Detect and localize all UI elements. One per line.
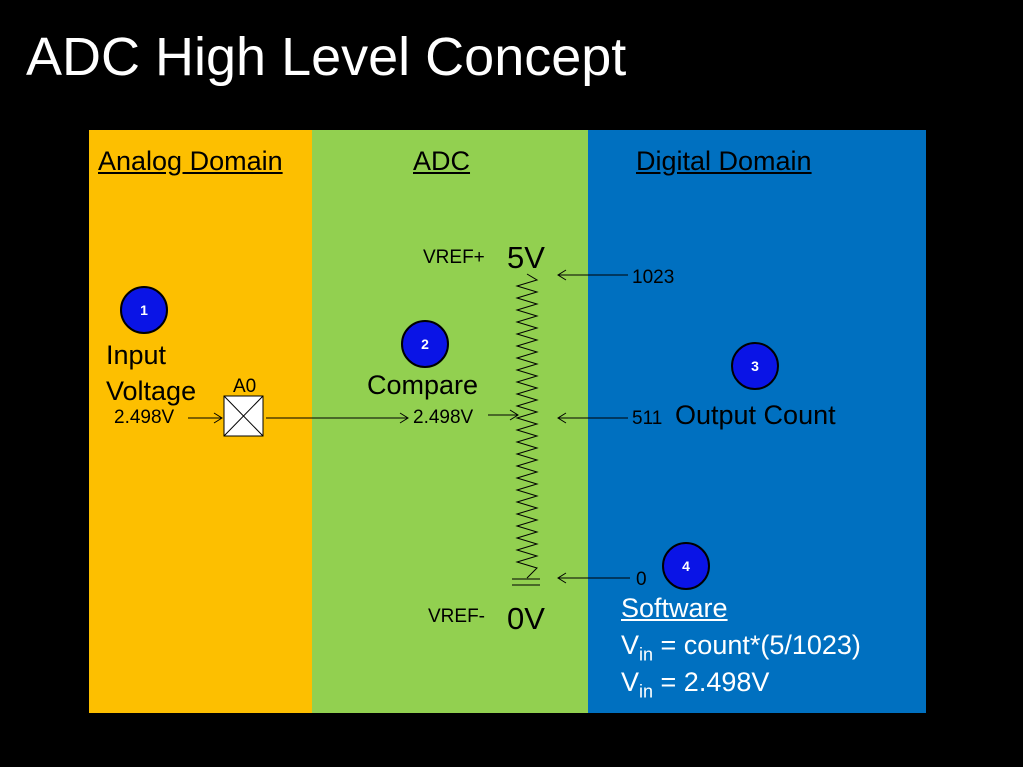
formula-2-rest: = 2.498V xyxy=(653,667,770,697)
count-bottom: 0 xyxy=(636,569,647,590)
top-voltage: 5V xyxy=(507,240,545,275)
analog-domain-panel xyxy=(89,130,312,713)
input-arrow-head xyxy=(213,412,223,424)
count-mid-arrow-head xyxy=(557,412,567,424)
output-count-label: Output Count xyxy=(675,400,836,430)
vref-minus-label: VREF- xyxy=(428,606,485,627)
bottom-voltage: 0V xyxy=(507,601,545,636)
formula-2-v: V xyxy=(621,667,640,697)
step-badge-4: 4 xyxy=(662,542,710,590)
count-top-arrow-head xyxy=(557,269,567,281)
compare-label: Compare xyxy=(367,370,479,400)
pin-to-compare-head xyxy=(399,412,409,424)
pin-label: A0 xyxy=(233,376,257,397)
input-voltage: 2.498V xyxy=(114,407,175,428)
compare-to-ladder-head xyxy=(509,409,519,421)
software-title: Software xyxy=(621,590,728,626)
formula-1-rest: = count*(5/1023) xyxy=(653,630,861,660)
count-bottom-arrow-head xyxy=(557,572,567,584)
formula-2: Vin = 2.498V xyxy=(621,664,769,704)
adc-header: ADC xyxy=(413,146,471,176)
step-badge-2: 2 xyxy=(401,320,449,368)
formula-2-sub: in xyxy=(639,681,654,702)
vref-plus-label: VREF+ xyxy=(423,247,485,268)
digital-domain-panel xyxy=(588,130,926,713)
step-badge-3: 3 xyxy=(731,342,779,390)
digital-domain-header: Digital Domain xyxy=(636,146,812,176)
compare-voltage: 2.498V xyxy=(413,407,474,428)
slide-title: ADC High Level Concept xyxy=(26,27,627,87)
adc-panel xyxy=(312,130,588,713)
resistor-ladder xyxy=(515,273,539,579)
formula-1: Vin = count*(5/1023) xyxy=(621,627,861,667)
count-top: 1023 xyxy=(632,267,675,288)
input-label-line1: Input xyxy=(106,340,167,370)
formula-1-v: V xyxy=(621,630,640,660)
input-label-line2: Voltage xyxy=(106,376,197,406)
step-badge-1: 1 xyxy=(120,286,168,334)
pin-box-cross-2 xyxy=(223,395,264,437)
count-mid: 511 xyxy=(632,408,663,429)
analog-domain-header: Analog Domain xyxy=(98,146,283,176)
software-title-text: Software xyxy=(621,593,728,623)
formula-1-sub: in xyxy=(639,644,654,665)
